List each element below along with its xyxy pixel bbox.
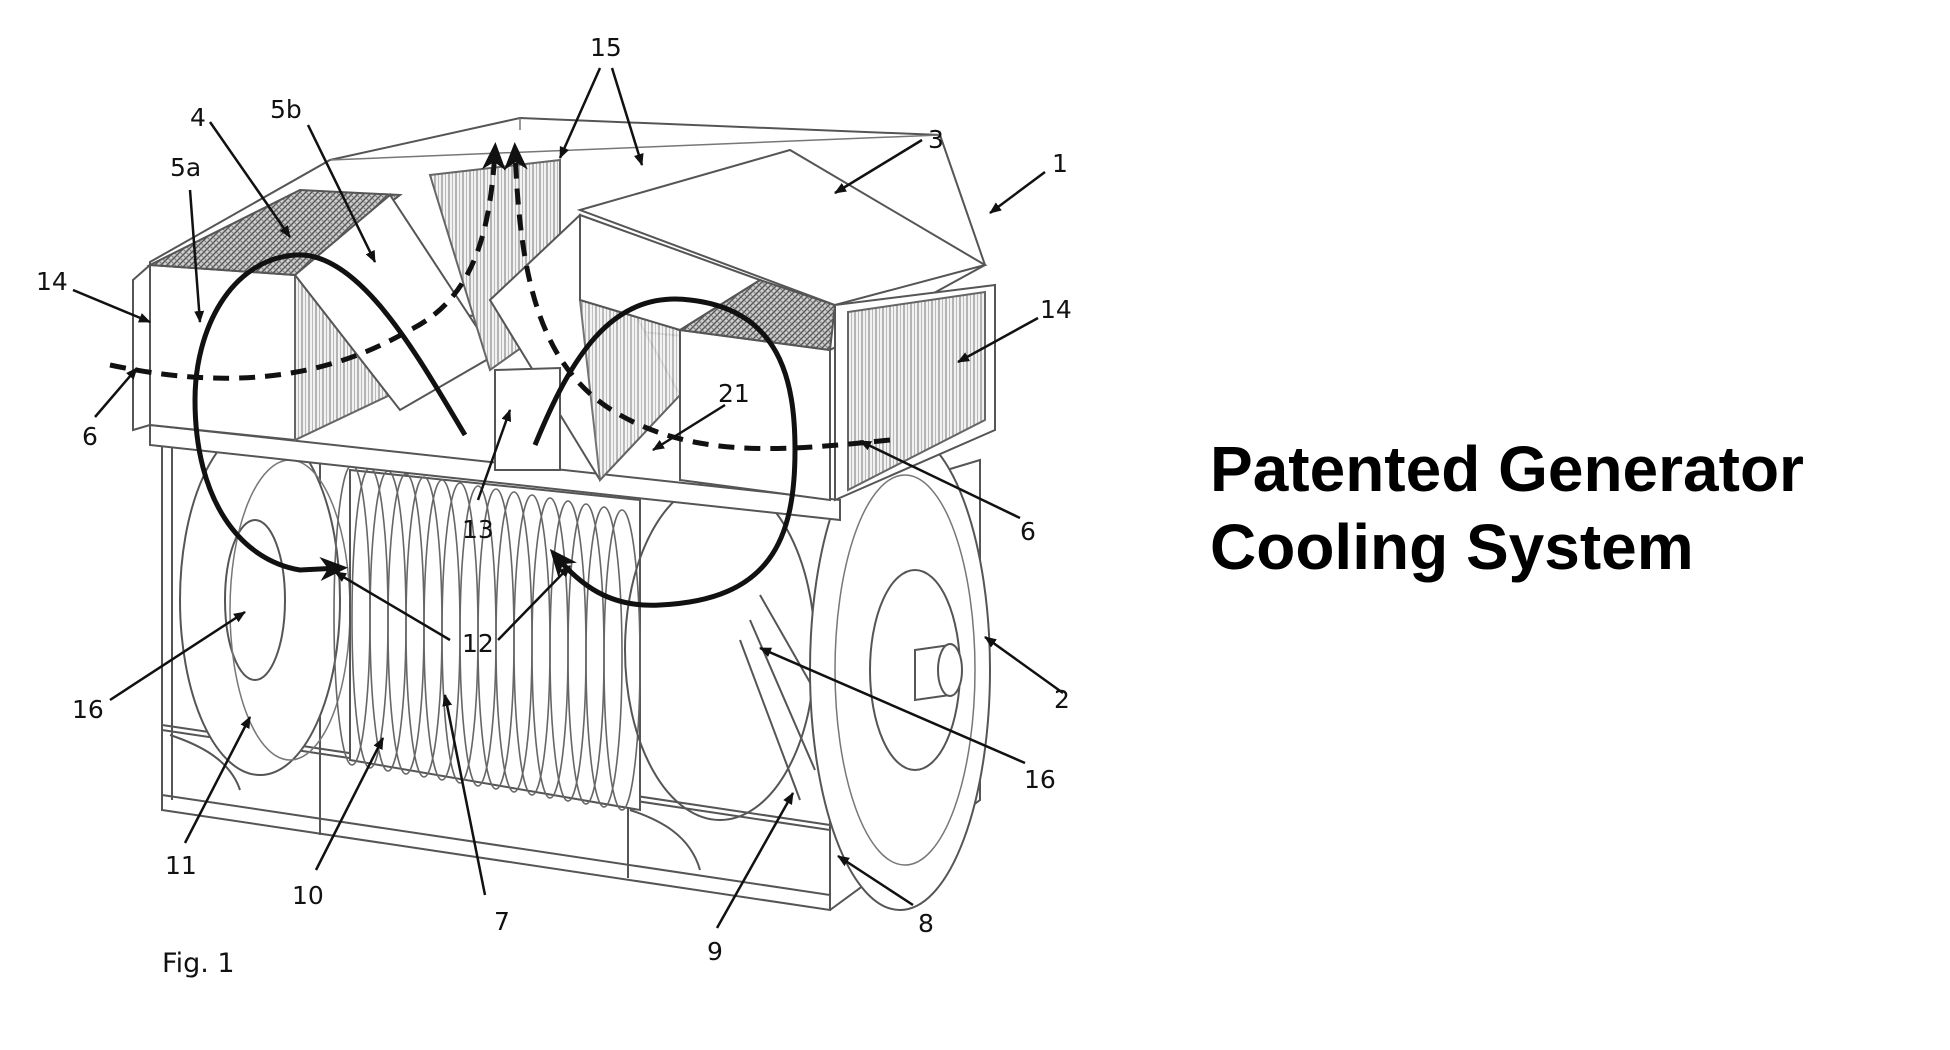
reference-numerals: 15 4 5b 3 1 5a 14 14 21 6 6 13 12 2 16 1… bbox=[36, 33, 1072, 966]
label-5a: 5a bbox=[170, 153, 201, 182]
label-21: 21 bbox=[718, 379, 750, 408]
label-13: 13 bbox=[462, 515, 494, 544]
label-6-left: 6 bbox=[82, 422, 98, 451]
label-14-right: 14 bbox=[1040, 295, 1072, 324]
label-14-left: 14 bbox=[36, 267, 68, 296]
label-12: 12 bbox=[462, 629, 494, 658]
title-line-2: Cooling System bbox=[1210, 511, 1694, 583]
label-16-left: 16 bbox=[72, 695, 104, 724]
label-11: 11 bbox=[165, 851, 197, 880]
label-1: 1 bbox=[1052, 149, 1068, 178]
label-10: 10 bbox=[292, 881, 324, 910]
label-9: 9 bbox=[707, 937, 723, 966]
label-3: 3 bbox=[928, 125, 944, 154]
label-4: 4 bbox=[190, 103, 206, 132]
cooler-housing bbox=[132, 116, 996, 502]
label-15: 15 bbox=[590, 33, 622, 62]
inner-loop-right bbox=[532, 296, 798, 608]
title-line-1: Patented Generator bbox=[1210, 433, 1804, 505]
cooling-air-left bbox=[109, 142, 506, 381]
generator-drawing bbox=[132, 116, 996, 912]
label-2: 2 bbox=[1054, 685, 1070, 714]
label-8: 8 bbox=[918, 909, 934, 938]
page-title: Patented Generator Cooling System bbox=[1210, 430, 1804, 586]
figure-caption: Fig. 1 bbox=[162, 948, 235, 979]
stator-ring bbox=[585, 506, 623, 808]
inner-loop-left bbox=[192, 252, 468, 581]
label-7: 7 bbox=[494, 907, 510, 936]
label-5b: 5b bbox=[270, 95, 302, 124]
deck-plate bbox=[149, 423, 841, 522]
cooling-air-right bbox=[503, 142, 891, 452]
label-16-right: 16 bbox=[1024, 765, 1056, 794]
airflow-paths bbox=[109, 142, 891, 608]
leader-lines bbox=[72, 67, 1064, 929]
label-6-right: 6 bbox=[1020, 517, 1036, 546]
stator-ring bbox=[603, 509, 641, 811]
